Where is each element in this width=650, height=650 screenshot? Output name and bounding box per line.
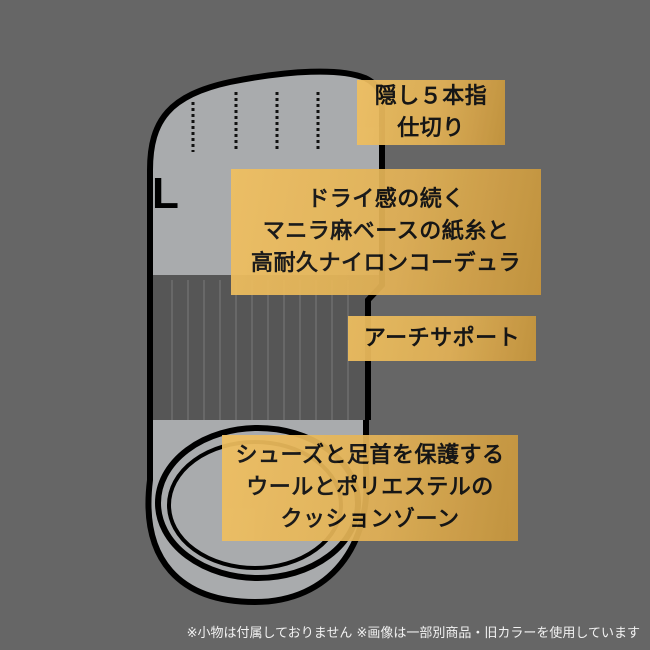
label-line: マニラ麻ベースの紙糸と bbox=[262, 219, 510, 244]
label-arch-support: アーチサポート bbox=[348, 316, 536, 361]
label-line: 隠し５本指 bbox=[374, 83, 488, 109]
label-line: アーチサポート bbox=[363, 325, 521, 351]
label-line: 高耐久ナイロンコーデュラ bbox=[250, 251, 521, 276]
label-line: シューズと足首を保護する bbox=[235, 443, 505, 468]
arch-stripes bbox=[171, 280, 349, 420]
toe-divider-marks bbox=[191, 92, 320, 152]
sock-arch-band bbox=[150, 275, 382, 420]
label-toe-divider: 隠し５本指 仕切り bbox=[357, 80, 505, 145]
size-mark: L bbox=[152, 169, 179, 218]
label-line: ドライ感の続く bbox=[307, 187, 465, 212]
label-line: 仕切り bbox=[397, 115, 465, 141]
label-line: ウールとポリエステルの bbox=[246, 475, 494, 500]
footer-note: ※小物は付属しておりません ※画像は一部別商品・旧カラーを使用しています bbox=[186, 626, 640, 641]
label-cushion: シューズと足首を保護する ウールとポリエステルの クッションゾーン bbox=[222, 435, 518, 541]
label-material: ドライ感の続く マニラ麻ベースの紙糸と 高耐久ナイロンコーデュラ bbox=[231, 169, 541, 295]
label-line: クッションゾーン bbox=[280, 507, 460, 532]
